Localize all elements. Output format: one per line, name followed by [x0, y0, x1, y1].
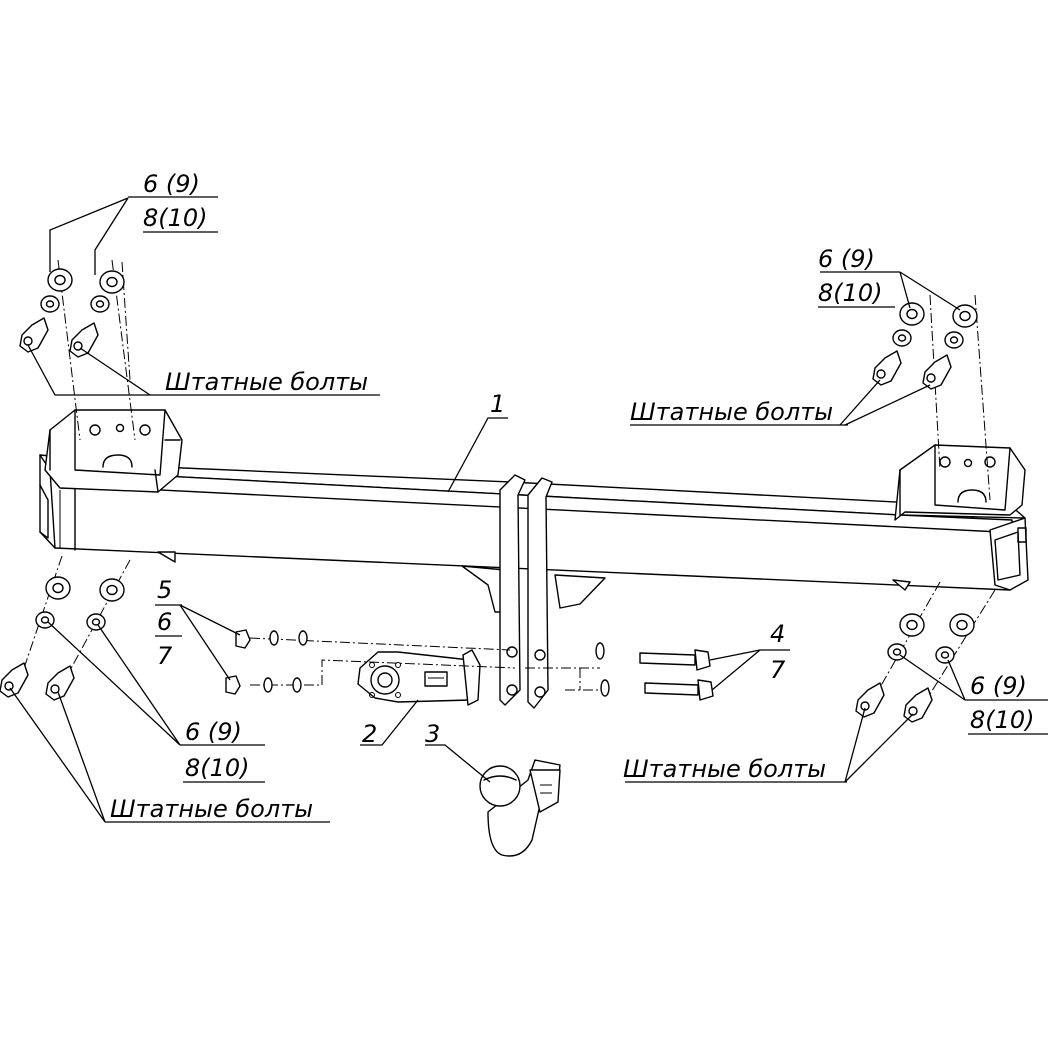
- label-washer-top-right-a: 6 (9): [818, 245, 875, 273]
- label-washer-bottom-right-b: 8(10): [970, 706, 1035, 734]
- label-part-7-right: 7: [770, 656, 786, 684]
- label-part-6: 6: [157, 608, 172, 636]
- label-standard-bolts-bottom-left: Штатные болты: [110, 795, 313, 823]
- label-washer-top-right-b: 8(10): [818, 279, 883, 307]
- fasteners-bottom-left: [0, 576, 125, 701]
- left-mounting-bracket: [44, 409, 183, 493]
- label-washer-top-left-a: 6 (9): [143, 170, 200, 198]
- fasteners-bottom-right: [855, 613, 975, 723]
- center-gusset-right: [554, 574, 606, 609]
- label-washer-bottom-right-a: 6 (9): [970, 672, 1027, 700]
- label-washer-bottom-left-b: 8(10): [185, 754, 250, 782]
- label-part-3: 3: [425, 720, 440, 748]
- center-bolts: [639, 649, 714, 701]
- label-part-5: 5: [157, 576, 172, 604]
- label-part-1: 1: [490, 390, 505, 418]
- label-part-7-left: 7: [157, 642, 173, 670]
- label-standard-bolts-top-left: Штатные болты: [165, 368, 368, 396]
- label-part-2: 2: [362, 720, 377, 748]
- tow-plates: [499, 474, 553, 709]
- label-part-4: 4: [770, 620, 785, 648]
- label-washer-bottom-left-a: 6 (9): [185, 718, 242, 746]
- label-washer-top-left-b: 8(10): [143, 204, 208, 232]
- label-standard-bolts-top-right: Штатные болты: [630, 398, 833, 426]
- socket-bracket: [357, 649, 481, 706]
- label-standard-bolts-bottom-right: Штатные болты: [623, 755, 826, 783]
- fasteners-top-right: [872, 302, 978, 390]
- center-gusset-left: [461, 565, 506, 613]
- tow-ball: [479, 759, 561, 857]
- right-mounting-bracket: [894, 444, 1026, 521]
- fasteners-top-left: [19, 268, 125, 358]
